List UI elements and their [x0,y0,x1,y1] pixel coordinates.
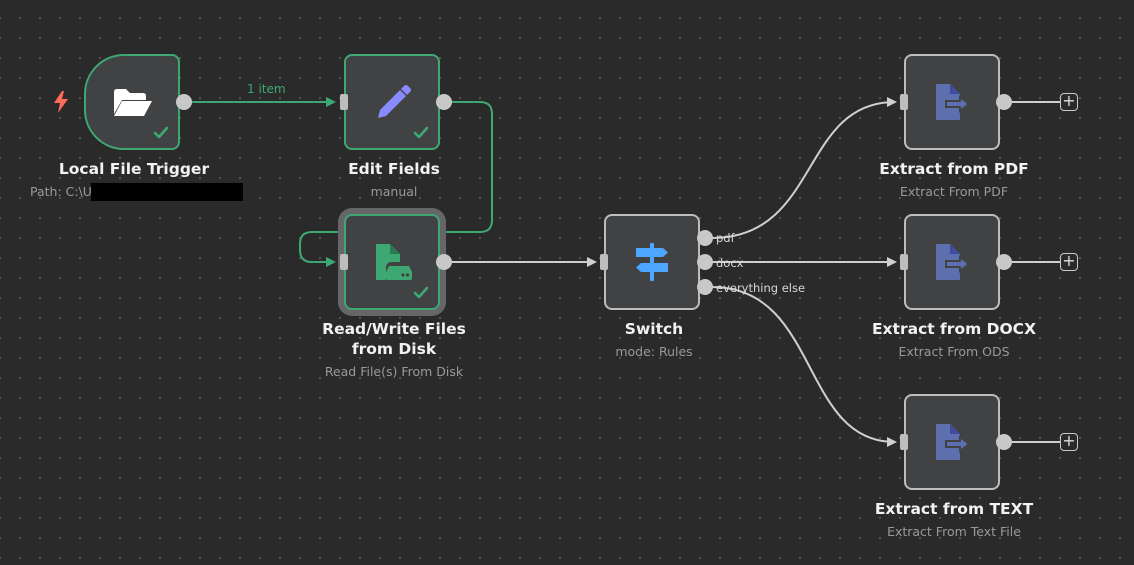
node-local-file-trigger[interactable] [84,54,180,150]
node-subtitle: Extract From PDF [899,184,1009,199]
output-label-pdf: pdf [716,231,735,245]
node-extract-text[interactable] [904,394,1000,490]
node-read-write-files[interactable] [344,214,440,310]
node-extract-docx[interactable] [904,214,1000,310]
check-icon [413,126,429,139]
node-title: Read/Write Files from Disk [322,320,466,358]
node-title: Extract from PDF [879,160,1029,178]
add-node-button[interactable]: + [1060,93,1078,111]
output-port-switch-pdf[interactable] [697,230,713,246]
output-port-extract-text[interactable] [996,434,1012,450]
add-node-button[interactable]: + [1060,433,1078,451]
output-port-switch-else[interactable] [697,279,713,295]
output-port-extract-docx[interactable] [996,254,1012,270]
file-export-icon [936,244,971,280]
output-port-read-write[interactable] [436,254,452,270]
connection-item-count: 1 item [247,82,286,96]
input-port-switch[interactable] [600,254,608,270]
node-subtitle: Extract From Text File [887,524,1021,539]
file-export-icon [936,424,971,460]
input-port-edit-fields[interactable] [340,94,348,110]
lightning-bolt-icon [54,91,68,113]
output-port-extract-pdf[interactable] [996,94,1012,110]
file-drive-icon [376,244,412,280]
node-subtitle: Extract From ODS [898,344,1010,359]
redaction-bar [91,183,243,201]
input-port-read-write[interactable] [340,254,348,270]
node-title: Switch [624,320,684,338]
add-node-button[interactable]: + [1060,253,1078,271]
signpost-icon [636,243,668,281]
node-extract-pdf[interactable] [904,54,1000,150]
output-label-docx: docx [716,256,744,270]
node-title: Edit Fields [348,160,440,178]
output-port-switch-docx[interactable] [697,254,713,270]
file-export-icon [936,84,971,120]
node-subtitle: mode: Rules [615,344,693,359]
node-subtitle: Read File(s) From Disk [324,364,464,379]
node-title: Extract from TEXT [874,500,1034,518]
output-port-trigger[interactable] [176,94,192,110]
node-subtitle: Path: C:\U [30,184,92,199]
output-port-edit-fields[interactable] [436,94,452,110]
node-subtitle: manual [370,184,418,199]
node-switch[interactable] [604,214,700,310]
folder-open-icon [114,89,152,116]
pencil-icon [378,85,411,118]
node-edit-fields[interactable] [344,54,440,150]
check-icon [153,126,169,139]
node-title: Local File Trigger [58,160,210,178]
output-label-everything-else: everything else [716,281,806,295]
check-icon [413,286,429,299]
connection-switch-pdf[interactable] [711,97,897,239]
input-port-extract-pdf[interactable] [900,94,908,110]
connection-switch-else[interactable] [711,286,897,447]
input-port-extract-docx[interactable] [900,254,908,270]
input-port-extract-text[interactable] [900,434,908,450]
node-title: Extract from DOCX [871,320,1037,338]
